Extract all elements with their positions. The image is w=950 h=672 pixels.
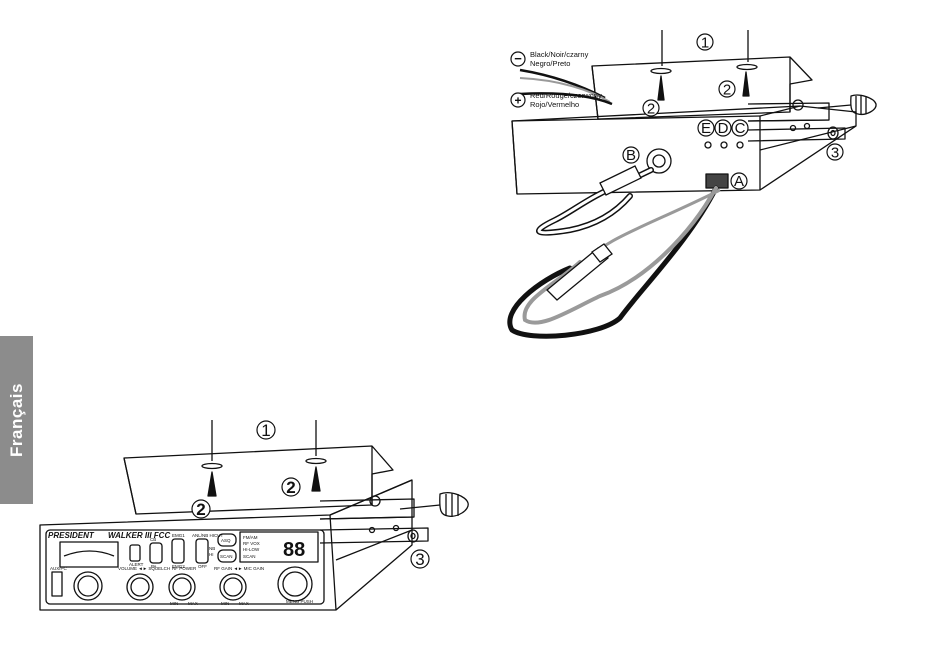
rf-gain-mic-gain-label: RF GAIN ◄► MIC GAIN (214, 566, 264, 571)
nb-label: NB (209, 546, 215, 551)
hi-label: HI (209, 552, 214, 557)
bottom-callout-2a: 2 (196, 500, 205, 519)
display-digits: 88 (283, 539, 305, 561)
bottom-callout-1: 1 (261, 421, 270, 440)
asq-button-label: ASQ (221, 538, 231, 543)
scan-button-label: SCAN (220, 554, 233, 559)
anl-nb-hicut-label: ANL/NB HICUT (192, 533, 224, 538)
gain-min: MIN (221, 601, 229, 606)
display-hi-low: HI-LOW (243, 547, 260, 552)
rf-power-max: MAX (188, 601, 198, 606)
brand-logo: PRESIDENT (48, 531, 95, 540)
volume-squelch-label: VOLUME ◄► SQUELCH (118, 566, 170, 571)
display-scan: SCAN (243, 554, 256, 559)
emg1-label: EMG1 (172, 533, 185, 538)
aux-label: AUX/PC (50, 566, 68, 571)
gain-max: MAX (239, 601, 249, 606)
pa-label: PA (151, 564, 157, 569)
cb-label: CB (150, 537, 156, 542)
model-name: WALKER III FCC (108, 531, 170, 540)
alert-label: ALERT (129, 562, 144, 567)
rf-power-min: MIN (170, 601, 178, 606)
off-label: OFF (198, 564, 207, 569)
menu-push-label: MENU PUSH (286, 599, 313, 604)
emg2-label: EMG2 (172, 564, 185, 569)
display-fm-am: FM/AM (243, 535, 258, 540)
bottom-callout-2b: 2 (286, 478, 295, 497)
display-rf-vox: RF VOX (243, 541, 260, 546)
bottom-callout-3: 3 (415, 550, 424, 569)
